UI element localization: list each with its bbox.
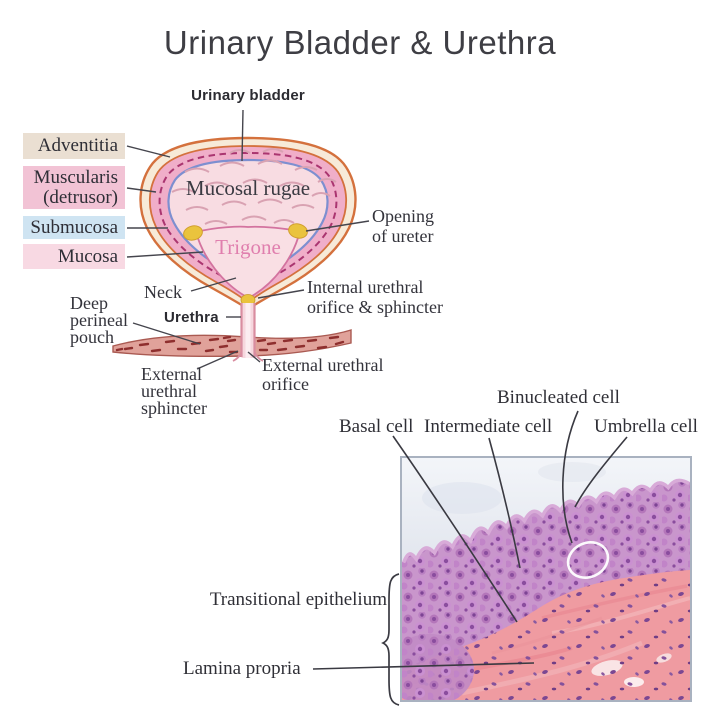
trigone-label: Trigone [215,235,281,259]
external-orifice-line2: orifice [262,374,309,394]
trigone-region [194,225,302,297]
layer-key-submucosa: Submucosa [23,216,125,239]
external-sphincter-line3: sphincter [141,398,207,418]
left-ureter-opening [183,225,203,241]
layer-key-adventitia: Adventitia [23,133,125,159]
deep-perineal-pouch-line3: pouch [70,327,114,347]
external-urethral-sphincter-label: External urethral sphincter [141,364,207,418]
bladder-illustration [139,136,357,309]
layer-key-muscularis: Muscularis (detrusor) [23,166,125,209]
transitional-epithelium-label: Transitional epithelium [209,589,387,610]
urethra-label: Urethra [164,309,219,326]
deep-perineal-pouch-label: Deep perineal pouch [70,293,128,347]
neck-label: Neck [144,282,182,302]
layer-key-muscularis-line1: Muscularis [33,167,118,188]
opening-of-ureter-line1: Opening [372,206,434,226]
right-ureter-opening [288,223,308,239]
internal-urethral-line1: Internal urethral [307,277,424,297]
mucosal-rugae-label: Mucosal rugae [185,176,311,200]
diagram-leader-lines [126,109,370,370]
external-urethral-orifice-label: External urethral orifice [262,356,383,394]
external-sphincter-line1: External [141,364,202,384]
internal-urethral-label: Internal urethral orifice & sphincter [307,277,443,317]
deep-perineal-pouch-band [112,329,352,358]
epithelium-brace [381,573,400,706]
urinary-bladder-label: Urinary bladder [191,87,305,104]
deep-perineal-pouch-line2: perineal [70,310,128,330]
external-orifice-line1: External urethral [262,355,384,375]
layer-key-mucosa: Mucosa [23,244,125,269]
umbrella-cell-label: Umbrella cell [594,416,698,437]
urethra-tube [232,303,264,362]
binucleated-circle-marker [566,541,610,579]
deep-perineal-pouch-line1: Deep [70,293,108,313]
page-title: Urinary Bladder & Urethra [163,24,557,61]
opening-of-ureter-line2: of ureter [372,226,434,246]
muscle-dashes [115,335,345,354]
external-sphincter-line2: urethral [141,381,197,401]
rugae-marks [171,148,337,225]
layer-key-muscularis-line2: (detrusor) [43,187,118,208]
basal-cell-label: Basal cell [339,416,414,437]
histology-leader-lines [312,410,628,670]
binucleated-cell-label: Binucleated cell [497,387,620,408]
lamina-propria-label: Lamina propria [183,658,301,679]
intermediate-cell-label: Intermediate cell [424,416,553,437]
internal-urethral-line2: orifice & sphincter [307,297,443,317]
micrograph-frame [400,456,692,702]
opening-of-ureter-label: Opening of ureter [372,206,434,246]
histology-micrograph [402,458,690,700]
